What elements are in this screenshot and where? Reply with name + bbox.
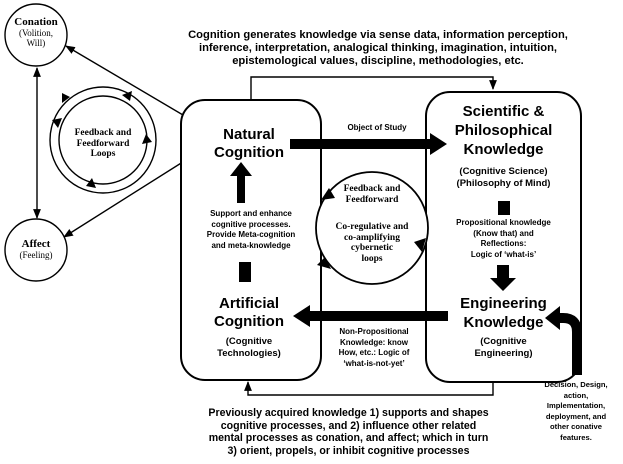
scientific-sub-line: (Philosophy of Mind) — [456, 178, 551, 189]
affect-title: Affect — [21, 238, 51, 250]
propositional-line: Logic of ‘what-is’ — [470, 249, 537, 259]
decision-text: Decision, Design, action, Implementation… — [530, 380, 622, 443]
left-loop-arrowhead — [122, 91, 132, 101]
decision-to-engineering-arrow — [557, 313, 582, 375]
support-line: and meta-knowledge — [211, 240, 291, 250]
top-caption-line: epistemological values, discipline, meth… — [232, 55, 524, 67]
artificial-cognition-line: Artificial — [218, 295, 279, 312]
conation-title: Conation — [14, 16, 58, 28]
propositional-text: Propositional knowledge (Know that) and … — [430, 218, 577, 260]
center-loop-line: loops — [361, 253, 383, 264]
affect-circle — [4, 218, 68, 282]
natural-cognition-line: Natural — [223, 126, 275, 143]
decision-line: Implementation, — [546, 401, 606, 410]
bottom-caption-line: Previously acquired knowledge 1) support… — [208, 407, 489, 419]
scientific-knowledge-title: Scientific & Philosophical Knowledge — [430, 102, 577, 159]
scientific-sub: (Cognitive Science) (Philosophy of Mind) — [430, 166, 577, 190]
non-propositional-line: Non-Propositional — [339, 327, 409, 336]
engineering-knowledge-line: Engineering — [460, 295, 547, 312]
bottom-caption: Previously acquired knowledge 1) support… — [176, 407, 521, 457]
object-of-study-arrow — [290, 133, 447, 155]
scientific-knowledge-line: Philosophical — [454, 122, 553, 139]
scientific-knowledge-line: Scientific & — [462, 103, 545, 120]
non-propositional-line: ‘what-is-not-yet’ — [343, 358, 405, 368]
top-caption: Cognition generates knowledge via sense … — [148, 29, 608, 68]
cognitive-technologies-line: (Cognitive — [225, 336, 273, 347]
affect-sub: (Feeling) — [19, 250, 53, 261]
left-loop-label: Feedback and Feedforward Loops — [63, 128, 143, 160]
left-loop-line: Feedforward — [76, 138, 130, 149]
engineering-knowledge-title: Engineering Knowledge — [430, 294, 577, 332]
object-of-study-label: Object of Study — [347, 123, 407, 132]
conation-circle — [4, 3, 68, 67]
propositional-line: (Know that) and — [473, 228, 534, 238]
left-loop-outer — [49, 86, 157, 194]
non-propositional-line: Knowledge: know — [340, 337, 408, 347]
support-line: Provide Meta-cognition — [206, 230, 296, 239]
center-loop-arrowhead — [317, 257, 331, 269]
decision-arrowhead — [545, 306, 560, 330]
cognitive-technologies: (Cognitive Technologies) — [184, 336, 314, 360]
support-connector — [239, 262, 251, 282]
non-propositional-line: How, etc.: Logic of — [338, 348, 410, 357]
cognition-to-knowledge-top-arrow — [250, 76, 497, 100]
decision-line: deployment, and — [545, 411, 607, 421]
center-loop-sub: Co-regulative and co-amplifying cybernet… — [322, 222, 422, 265]
center-loop-line: Feedback and — [343, 184, 401, 194]
center-loop-line: Feedforward — [345, 194, 399, 205]
natural-cognition-line: Cognition — [214, 144, 284, 161]
left-loop-line: Loops — [90, 149, 116, 160]
center-loop-line: Co-regulative and — [335, 222, 409, 232]
left-loop-arrowhead — [62, 93, 70, 103]
engineering-sub-line: Engineering) — [474, 348, 533, 359]
propositional-connector — [498, 201, 510, 215]
decision-line: features. — [560, 432, 592, 442]
left-loop-arrowhead — [142, 134, 152, 144]
top-caption-line: Cognition generates knowledge via sense … — [188, 29, 568, 41]
bottom-caption-line: cognitive processes, and 2) influence ot… — [220, 419, 477, 432]
conation-sub: Will) — [26, 38, 46, 49]
scientific-sub-line: (Cognitive Science) — [459, 166, 548, 177]
scientific-to-engineering-arrow — [490, 265, 516, 291]
left-loop-arrowhead — [52, 118, 62, 128]
engineering-knowledge-line: Knowledge — [463, 314, 544, 331]
center-loop-arrowhead — [414, 238, 426, 252]
left-loop-arrowhead — [86, 178, 96, 188]
artificial-cognition-title: Artificial Cognition — [184, 295, 314, 331]
conation-label: Conation (Volition, Will) — [6, 16, 66, 48]
decision-line: Decision, Design, — [544, 380, 608, 389]
scientific-knowledge-line: Knowledge — [463, 141, 544, 158]
conation-sub: (Volition, — [18, 28, 54, 39]
support-text: Support and enhance cognitive processes.… — [184, 209, 318, 251]
artificial-cognition-line: Cognition — [214, 313, 284, 330]
affect-label: Affect (Feeling) — [6, 238, 66, 260]
propositional-line: Propositional knowledge — [456, 218, 551, 227]
engineering-to-artificial-arrow — [293, 305, 448, 327]
bottom-caption-line: 3) orient, propels, or inhibit cognitive… — [227, 444, 470, 457]
top-caption-line: inference, interpretation, analogical th… — [198, 42, 558, 54]
artificial-to-natural-arrow — [230, 162, 252, 203]
support-line: cognitive processes. — [211, 219, 291, 229]
decision-line: action, — [563, 390, 589, 400]
knowledge-to-cognition-bottom-arrow — [244, 381, 494, 396]
center-loop-outer — [315, 171, 429, 285]
propositional-line: Reflections: — [480, 239, 527, 248]
decision-line: other conative — [550, 422, 602, 431]
conation-natural-arrow — [65, 45, 206, 129]
left-loop-line: Feedback and — [74, 128, 132, 138]
center-loop-line: cybernetic — [350, 243, 394, 254]
center-loop-line: co-amplifying — [344, 232, 400, 243]
engineering-sub-line: (Cognitive — [480, 336, 527, 347]
support-line: Support and enhance — [210, 209, 292, 218]
bottom-caption-line: mental processes as conation, and affect… — [208, 432, 489, 444]
cognitive-technologies-line: Technologies) — [217, 348, 281, 359]
center-loop-arrowhead — [321, 188, 335, 200]
non-propositional-text: Non-Propositional Knowledge: know How, e… — [322, 327, 426, 369]
center-loop-title: Feedback and Feedforward — [322, 184, 422, 205]
engineering-sub: (Cognitive Engineering) — [430, 336, 577, 360]
natural-cognition-title: Natural Cognition — [184, 126, 314, 162]
